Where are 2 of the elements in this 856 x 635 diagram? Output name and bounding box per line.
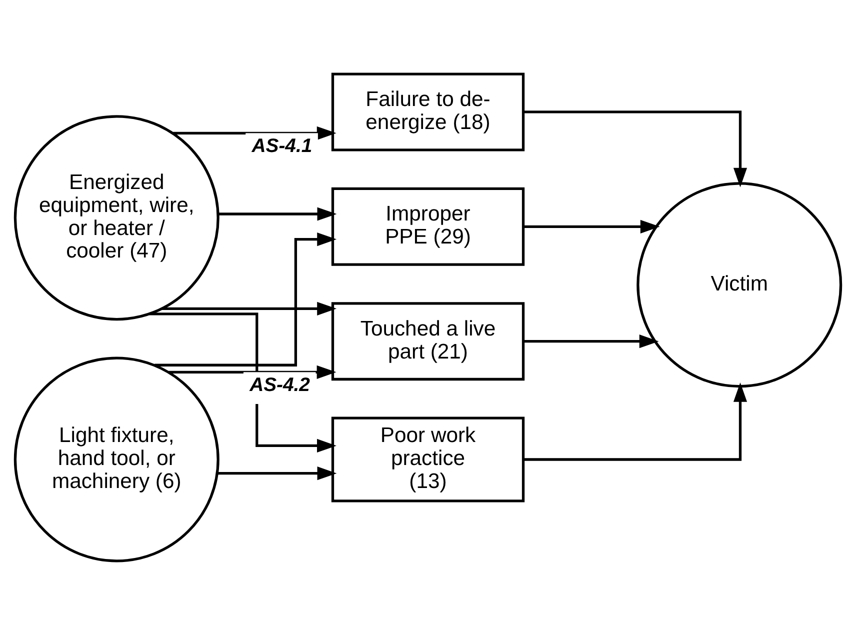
edge-label: AS-4.2 [250, 374, 310, 396]
edge-label: AS-4.1 [252, 135, 312, 158]
